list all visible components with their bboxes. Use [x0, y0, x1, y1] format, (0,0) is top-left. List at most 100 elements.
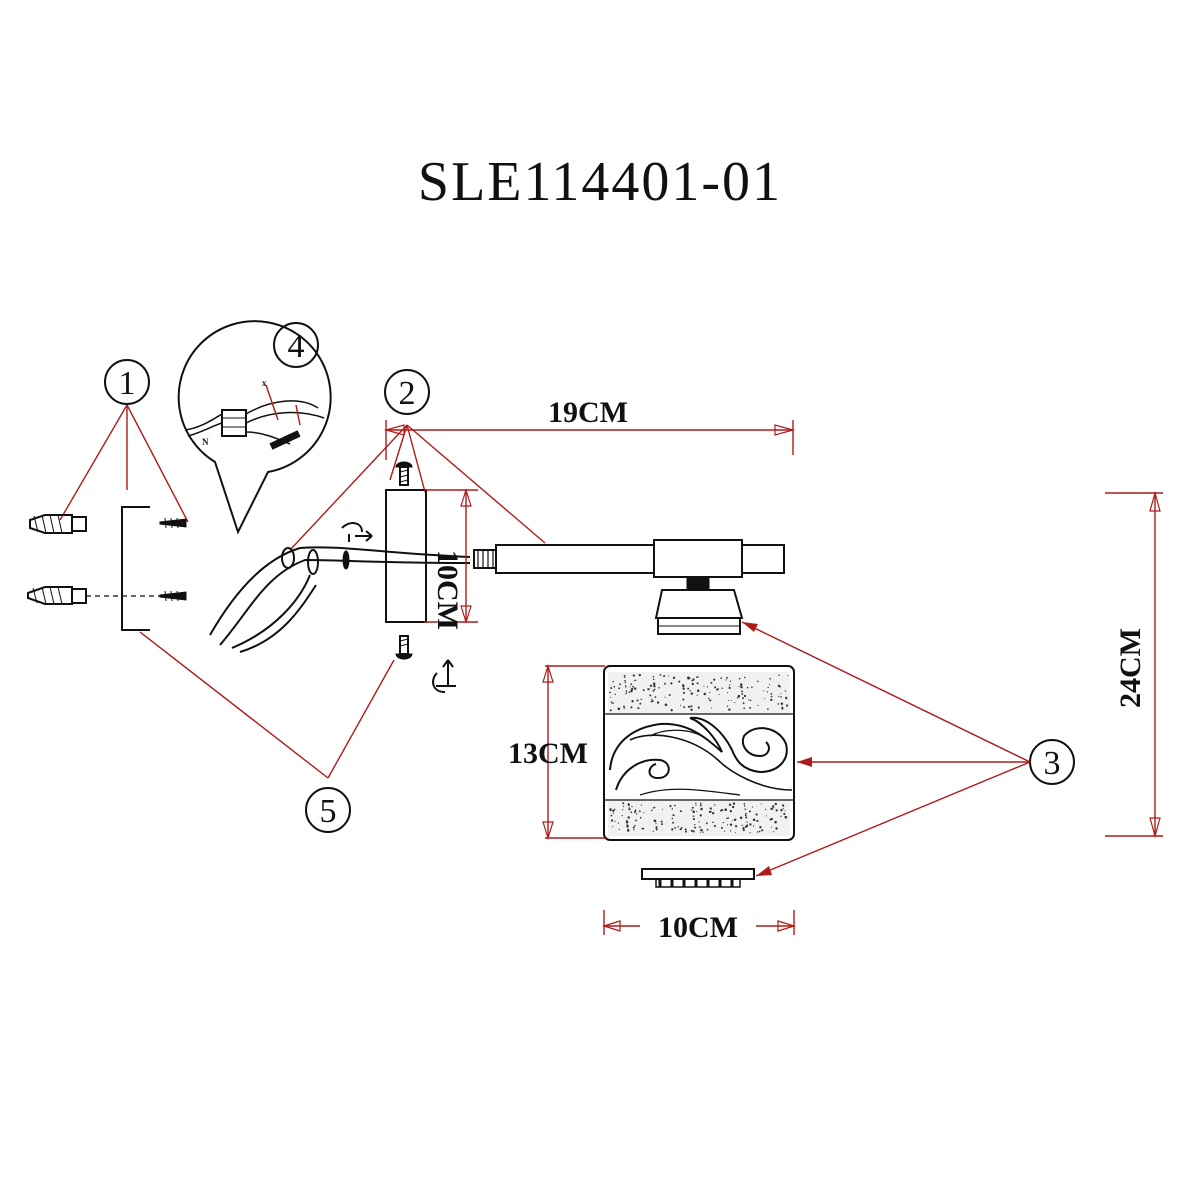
frost-speckle: [700, 807, 703, 811]
frost-speckle: [668, 675, 670, 677]
frost-speckle: [664, 682, 666, 685]
frost-speckle: [687, 687, 690, 690]
frost-speckle: [612, 826, 614, 828]
frost-speckle: [652, 830, 654, 832]
frost-speckle: [640, 804, 643, 806]
frost-speckle: [695, 804, 697, 806]
frost-speckle: [635, 819, 638, 822]
frost-speckle: [671, 817, 673, 820]
frost-speckle: [678, 680, 681, 683]
frost-speckle: [728, 708, 731, 711]
frost-speckle: [770, 817, 773, 821]
dim-shade-width: 10CM: [601, 910, 797, 944]
frost-speckle: [757, 680, 759, 683]
frost-speckle: [770, 693, 773, 695]
frost-speckle: [718, 688, 720, 690]
frost-speckle: [781, 804, 785, 807]
frost-speckle: [612, 812, 615, 814]
frost-speckle: [775, 809, 778, 812]
frost-speckle: [741, 693, 744, 695]
frost-speckle: [780, 696, 782, 698]
frost-speckle: [617, 822, 620, 824]
dim-backplate-height: 10CM: [424, 487, 478, 630]
frost-speckle: [756, 819, 759, 822]
callout-5-group: 5: [139, 631, 395, 833]
callout-4-circle: [273, 322, 319, 368]
leader-5b: [327, 659, 395, 779]
frost-speckle: [612, 809, 615, 812]
frost-speckle: [630, 687, 634, 691]
frost-speckle: [660, 820, 663, 823]
frost-speckle: [627, 803, 630, 807]
frost-speckle: [695, 802, 697, 804]
frost-speckle: [691, 679, 694, 682]
frost-speckle: [610, 814, 613, 817]
frost-speckle: [745, 816, 748, 819]
frost-speckle: [769, 677, 772, 680]
frost-speckle: [775, 827, 778, 830]
frost-speckle: [784, 816, 786, 818]
frost-speckle: [628, 807, 630, 809]
frost-speckle: [749, 706, 752, 709]
frost-speckle: [655, 823, 657, 825]
frost-speckle: [690, 708, 693, 712]
frost-speckle: [713, 824, 716, 828]
frost-speckle: [707, 697, 710, 700]
rotate-down-arrow-icon: [432, 659, 456, 693]
frost-speckle: [663, 675, 666, 678]
svg-text:N: N: [202, 437, 209, 447]
frost-speckle: [728, 684, 731, 686]
frost-speckle: [770, 695, 773, 698]
frost-speckle: [623, 674, 626, 677]
frost-speckle: [677, 826, 679, 828]
frost-speckle: [625, 687, 627, 689]
frost-speckle: [720, 677, 722, 679]
frost-speckle: [609, 691, 611, 694]
leader-5a: [139, 631, 329, 779]
frost-speckle: [664, 696, 666, 698]
frost-speckle: [729, 680, 732, 682]
threaded-nipple: [473, 549, 497, 569]
frost-speckle: [770, 807, 773, 811]
frost-speckle: [674, 804, 676, 807]
frost-speckle: [700, 802, 702, 805]
frost-speckle: [760, 803, 762, 805]
frost-speckle: [627, 816, 630, 819]
frost-speckle: [680, 704, 682, 706]
frost-speckle: [736, 697, 739, 699]
frost-speckle: [669, 805, 672, 808]
frost-speckle: [726, 705, 729, 707]
frost-speckle: [731, 805, 735, 809]
frost-speckle: [761, 829, 764, 832]
screw-top: [159, 517, 187, 529]
frost-speckle: [729, 810, 732, 813]
frost-speckle: [612, 680, 614, 683]
frost-speckle: [633, 829, 635, 831]
frost-speckle: [714, 686, 717, 689]
frost-speckle: [751, 806, 754, 808]
frost-speckle: [744, 814, 747, 817]
frost-speckle: [757, 704, 759, 707]
frost-speckle: [780, 815, 782, 817]
frost-speckle: [749, 823, 752, 826]
frost-speckle: [694, 826, 697, 829]
callout-3-group: 3: [741, 621, 1075, 877]
frost-speckle: [730, 699, 732, 702]
frost-speckle: [609, 709, 612, 712]
frost-speckle: [629, 686, 631, 688]
frost-speckle: [637, 707, 640, 710]
frost-speckle: [631, 700, 634, 703]
frost-speckle: [662, 808, 664, 810]
frost-speckle: [778, 674, 780, 676]
screw-bottom: [159, 590, 187, 602]
frost-speckle: [671, 828, 674, 831]
frost-speckle: [689, 690, 691, 692]
dim-total-height: 24CM: [1105, 490, 1163, 839]
frost-speckle: [672, 821, 675, 824]
frost-speckle: [671, 808, 674, 810]
frost-speckle: [741, 690, 743, 693]
frost-speckle: [724, 808, 727, 811]
frost-speckle: [652, 682, 656, 685]
frost-speckle: [690, 829, 693, 832]
frost-speckle: [687, 705, 691, 708]
